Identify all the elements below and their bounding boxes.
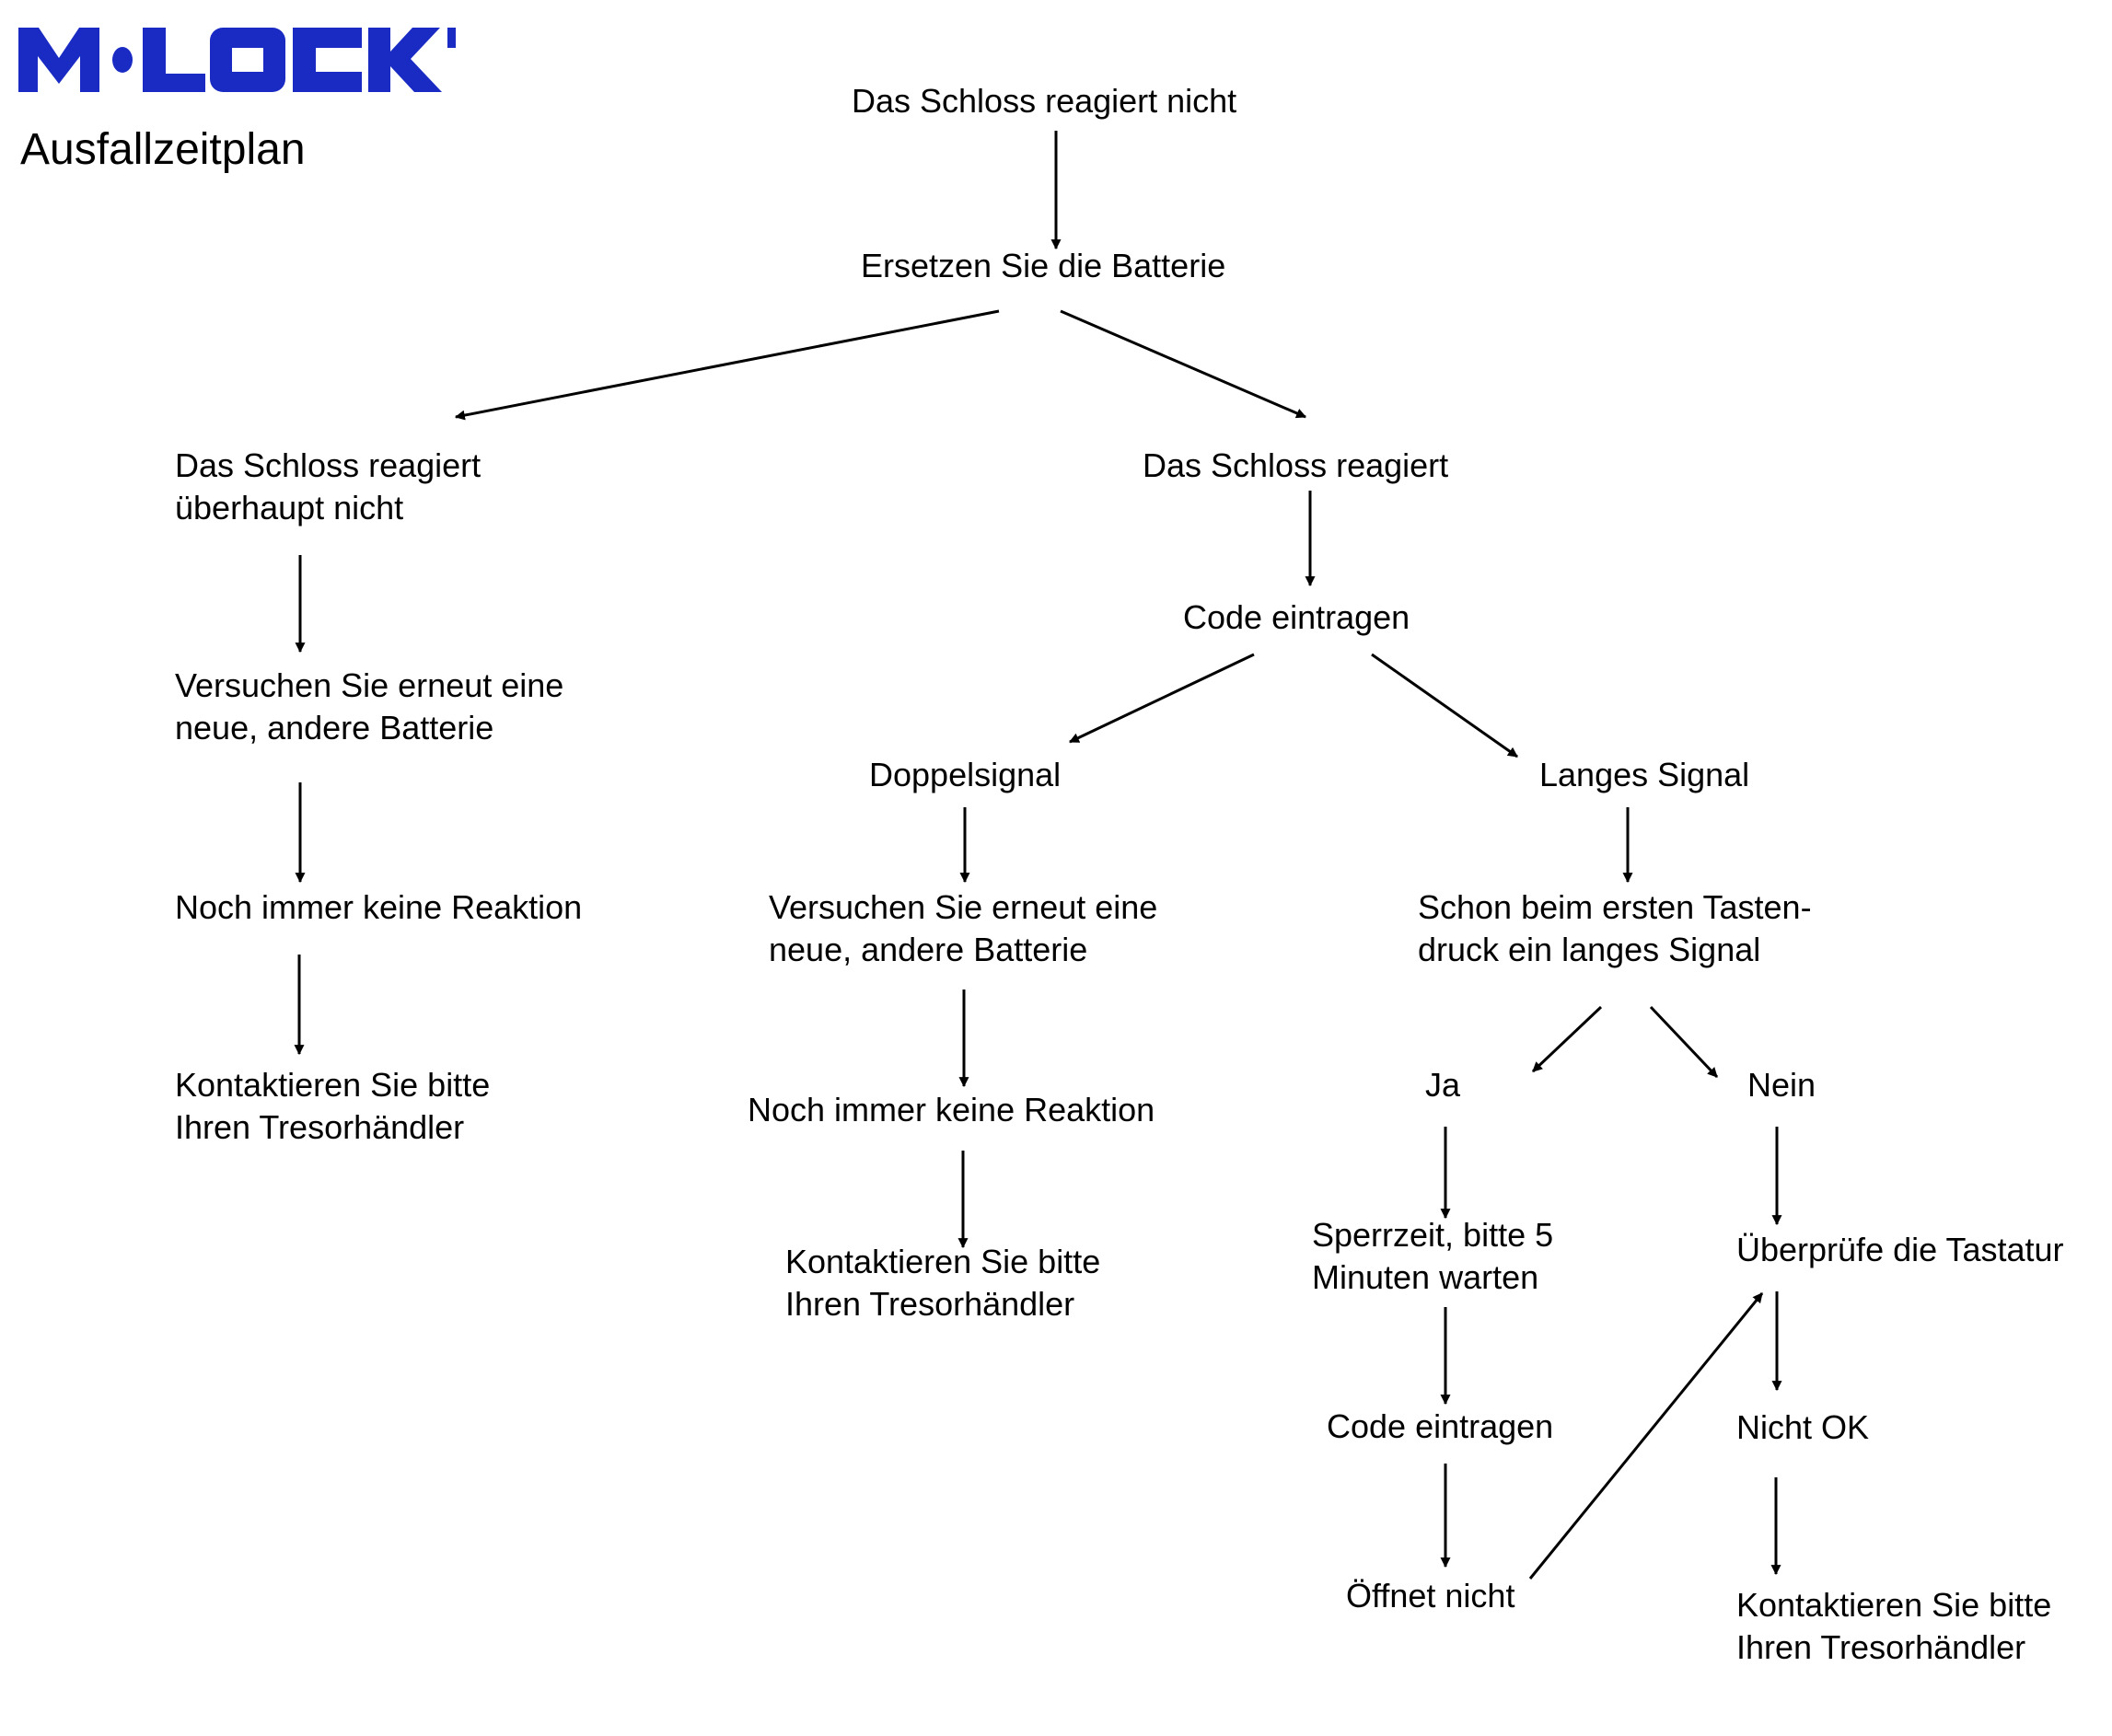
arrow [1649, 1005, 1719, 1079]
mlocks-logo [18, 28, 456, 92]
flow-node: Doppelsignal [869, 756, 1062, 793]
arrow [1371, 653, 1518, 758]
flow-node: Das Schloss reagiert [1143, 446, 1449, 484]
flow-node: Das Schloss reagiert nicht [852, 82, 1237, 120]
flow-node: Langes Signal [1539, 756, 1750, 793]
flow-node: Öffnet nicht [1346, 1577, 1515, 1614]
arrow [1069, 653, 1255, 744]
page-subtitle: Ausfallzeitplan [20, 125, 306, 174]
flow-node: Ja [1425, 1066, 1461, 1104]
flow-node: Nicht OK [1736, 1408, 1870, 1446]
flow-node: Überprüfe die Tastatur [1736, 1231, 2064, 1268]
arrow [1528, 1292, 1764, 1580]
flow-node: Code eintragen [1327, 1407, 1554, 1445]
flow-node: Noch immer keine Reaktion [175, 888, 583, 926]
flow-node: Ersetzen Sie die Batterie [861, 247, 1226, 284]
arrow [454, 309, 1000, 421]
arrow [1531, 1005, 1603, 1073]
flow-node: Code eintragen [1183, 598, 1410, 636]
arrow [1060, 309, 1307, 419]
flow-node: Schon beim ersten Tasten-druck ein lange… [1418, 888, 1812, 968]
flow-node: Noch immer keine Reaktion [748, 1091, 1155, 1128]
flow-node: Nein [1747, 1066, 1816, 1104]
